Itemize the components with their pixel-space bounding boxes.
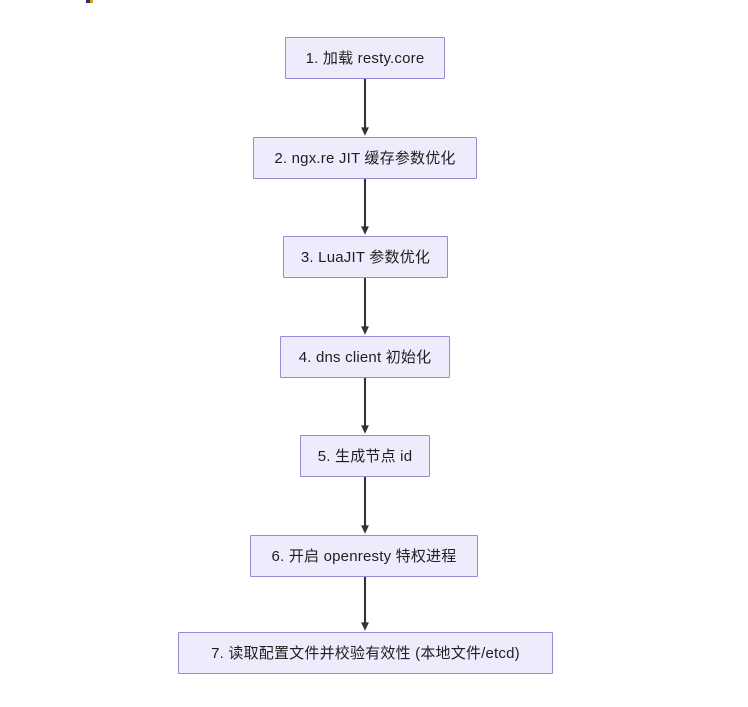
clipped-top-edge-artifact: [86, 0, 93, 3]
flow-node-label: 3. LuaJIT 参数优化: [300, 248, 431, 266]
flow-node-label: 4. dns client 初始化: [298, 348, 432, 366]
flow-node-generate-node-id[interactable]: 5. 生成节点 id: [300, 435, 430, 477]
flow-node-label: 1. 加载 resty.core: [305, 49, 425, 67]
flow-node-ngx-re-jit-cache-tuning[interactable]: 2. ngx.re JIT 缓存参数优化: [253, 137, 477, 179]
flow-node-luajit-param-tuning[interactable]: 3. LuaJIT 参数优化: [283, 236, 448, 278]
flow-node-read-and-validate-config[interactable]: 7. 读取配置文件并校验有效性 (本地文件/etcd): [178, 632, 553, 674]
flow-node-label: 5. 生成节点 id: [317, 447, 413, 465]
flow-node-label: 7. 读取配置文件并校验有效性 (本地文件/etcd): [211, 644, 520, 662]
flow-node-load-resty-core[interactable]: 1. 加载 resty.core: [285, 37, 445, 79]
flow-node-label: 2. ngx.re JIT 缓存参数优化: [274, 149, 456, 167]
flow-node-label: 6. 开启 openresty 特权进程: [271, 547, 457, 565]
flow-node-dns-client-init[interactable]: 4. dns client 初始化: [280, 336, 450, 378]
flow-node-start-openresty-privileged-agent[interactable]: 6. 开启 openresty 特权进程: [250, 535, 478, 577]
